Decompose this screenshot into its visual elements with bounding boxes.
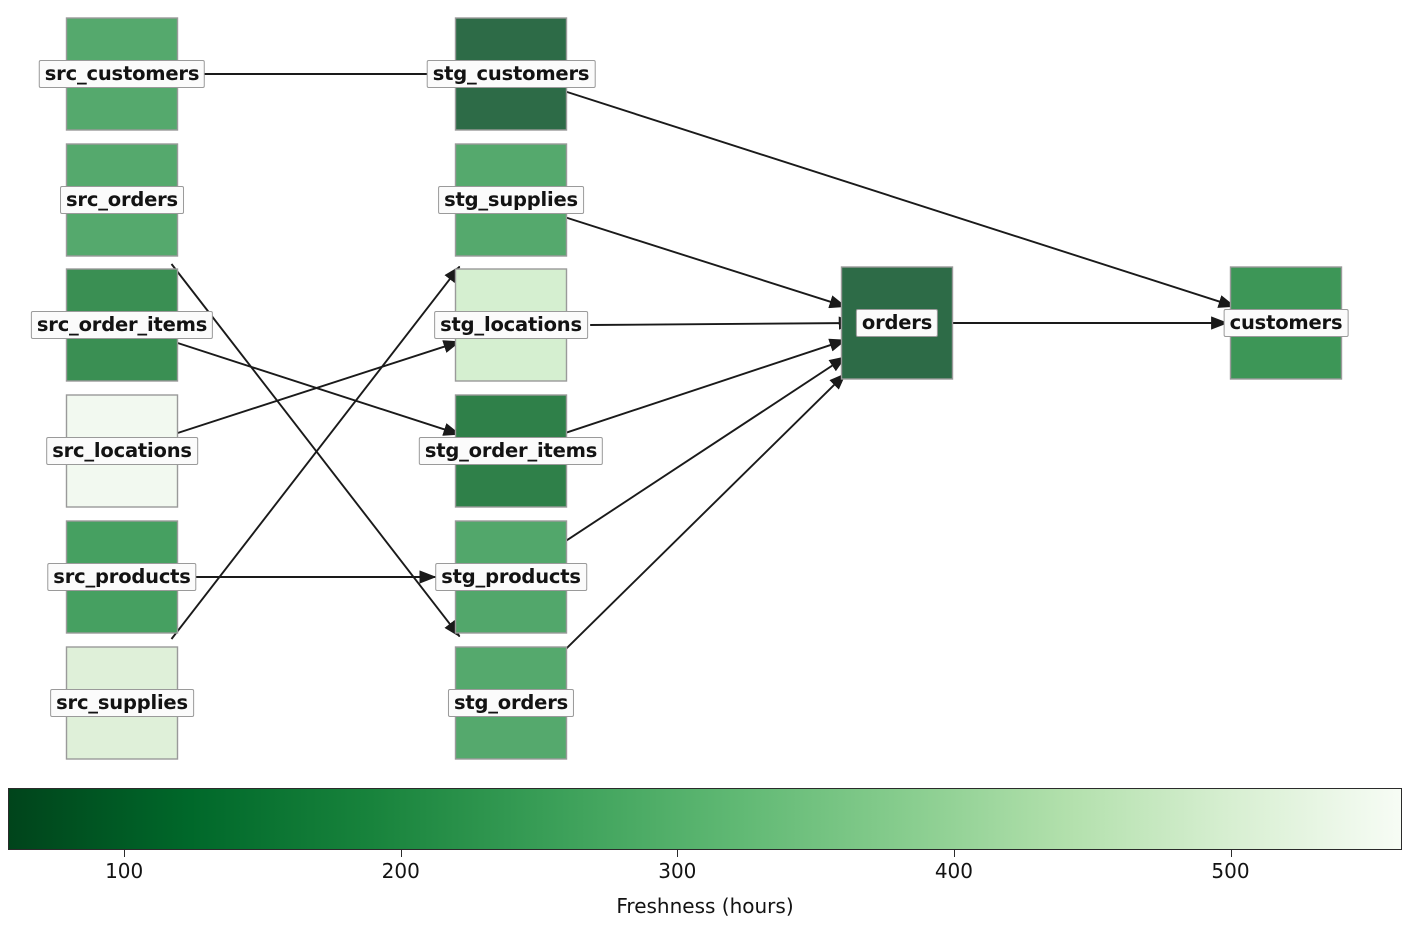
edge-src_locations-to-stg_locations bbox=[171, 340, 461, 436]
colorbar-gradient-svg bbox=[9, 789, 1401, 849]
node-label-src_customers[interactable]: src_customers bbox=[38, 59, 206, 89]
node-label-src_order_items[interactable]: src_order_items bbox=[30, 310, 214, 340]
colorbar-gradient bbox=[8, 788, 1402, 850]
edge-stg_locations-to-orders bbox=[590, 316, 856, 330]
edge-stg_customers-to-customers bbox=[560, 88, 1236, 308]
edges-layer bbox=[170, 73, 1236, 655]
node-label-stg_products[interactable]: stg_products bbox=[435, 562, 587, 592]
node-label-stg_orders[interactable]: stg_orders bbox=[447, 688, 575, 718]
colorbar-axis-label: Freshness (hours) bbox=[616, 894, 794, 918]
colorbar-tick-mark bbox=[953, 850, 955, 857]
edge-stg_products-to-orders bbox=[559, 356, 847, 546]
colorbar-tick-mark bbox=[124, 850, 126, 857]
colorbar-tick-label: 300 bbox=[658, 859, 697, 883]
colorbar-tick-mark bbox=[1230, 850, 1232, 857]
colorbar-tick-label: 100 bbox=[105, 859, 144, 883]
node-label-src_products[interactable]: src_products bbox=[47, 562, 197, 592]
edge-src_supplies-to-stg_supplies bbox=[170, 265, 461, 640]
node-label-stg_order_items[interactable]: stg_order_items bbox=[418, 436, 604, 466]
colorbar: 100 200 300 400 500 bbox=[8, 788, 1402, 890]
colorbar-tick-label: 200 bbox=[381, 859, 420, 883]
node-label-stg_customers[interactable]: stg_customers bbox=[426, 59, 596, 89]
node-label-stg_locations[interactable]: stg_locations bbox=[434, 310, 588, 340]
colorbar-tick-label: 500 bbox=[1211, 859, 1250, 883]
colorbar-tick-mark bbox=[400, 850, 402, 857]
colorbar-ticks: 100 200 300 400 500 bbox=[8, 850, 1402, 890]
edge-stg_order_items-to-orders bbox=[560, 338, 847, 436]
colorbar-tick-label: 400 bbox=[934, 859, 974, 883]
edge-src_orders-to-stg_orders bbox=[170, 263, 461, 638]
node-label-stg_supplies[interactable]: stg_supplies bbox=[438, 185, 584, 215]
edge-stg_supplies-to-orders bbox=[560, 214, 847, 309]
node-label-src_locations[interactable]: src_locations bbox=[46, 436, 198, 466]
node-label-src_orders[interactable]: src_orders bbox=[60, 185, 184, 215]
node-label-customers[interactable]: customers bbox=[1223, 308, 1349, 338]
nodes-layer bbox=[65, 17, 1343, 760]
edge-stg_orders-to-orders bbox=[559, 372, 847, 655]
colorbar-tick-mark bbox=[677, 850, 679, 857]
node-label-orders[interactable]: orders bbox=[855, 308, 939, 338]
node-label-src_supplies[interactable]: src_supplies bbox=[50, 688, 194, 718]
